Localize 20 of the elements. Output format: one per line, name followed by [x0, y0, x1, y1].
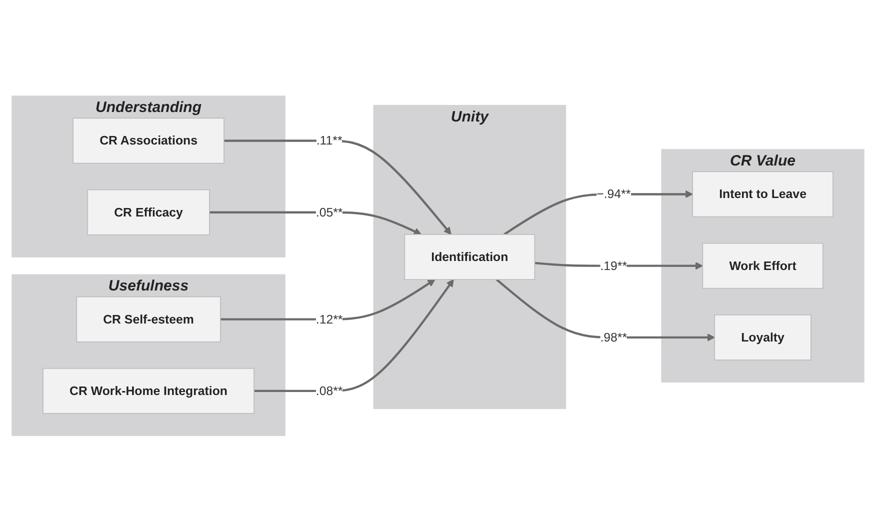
arrow	[224, 140, 452, 235]
node-box: Loyalty	[714, 314, 812, 361]
edge-label: .98**	[600, 330, 628, 344]
node-box: CR Work-Home Integration	[42, 368, 254, 414]
node-box: CR Self-esteem	[76, 296, 221, 342]
edge-label: .08**	[316, 384, 343, 398]
node-box: Intent to Leave	[692, 171, 834, 218]
edge-label: .19**	[600, 258, 628, 273]
node-box: Identification	[404, 234, 536, 280]
arrow	[254, 279, 454, 392]
arrow	[496, 278, 715, 342]
edge-label: .11**	[316, 133, 342, 148]
arrow	[220, 279, 436, 321]
node-box: Work Effort	[702, 243, 824, 289]
edge-label: .05**	[316, 204, 343, 220]
edge-label: −.94**	[596, 186, 631, 202]
node-box: CR Associations	[72, 118, 224, 164]
arrow	[209, 211, 422, 236]
node-box: CR Efficacy	[87, 190, 210, 236]
edge-label: .12**	[316, 312, 343, 326]
